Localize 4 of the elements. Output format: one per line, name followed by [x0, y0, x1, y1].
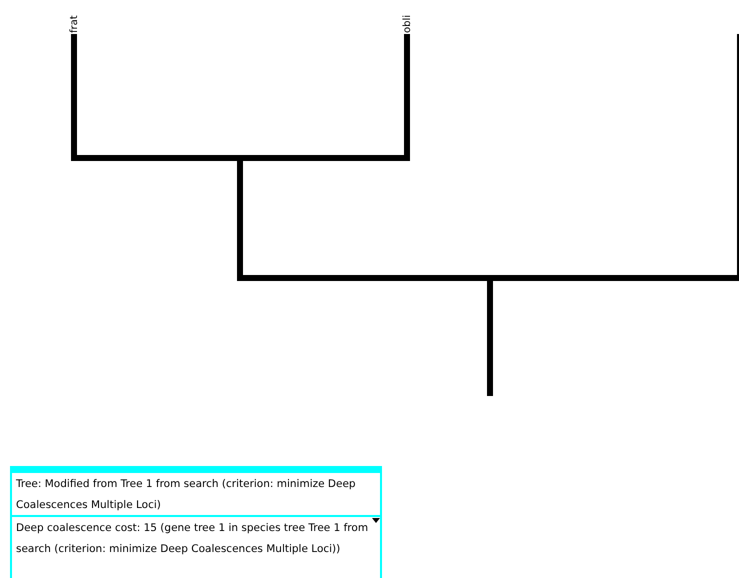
- taxon-label: frat: [69, 15, 80, 33]
- info-text: Deep coalescence cost: 15 (gene tree 1 in species tree Tree 1 from search (criterion: minimize Deep Coalescences Multiple Loci)): [16, 522, 368, 555]
- info-text: Tree: Modified from Tree 1 from search (criterion: minimize Deep Coalescences Multiple Loci): [16, 478, 356, 511]
- taxon-label: obli: [402, 14, 413, 33]
